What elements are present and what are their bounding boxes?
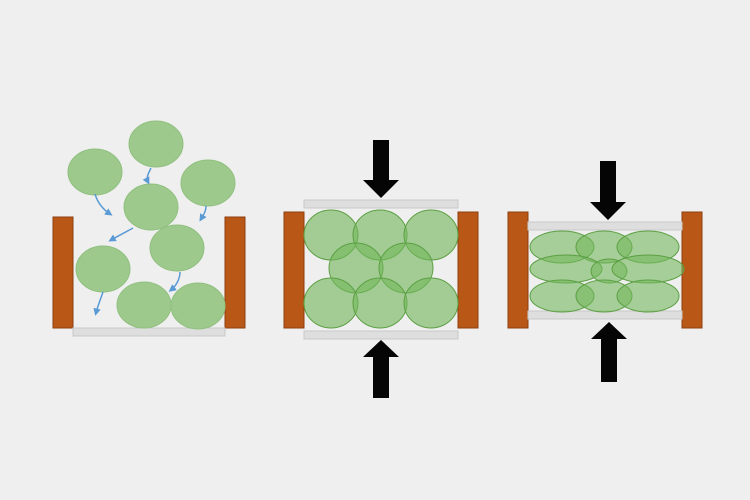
- particle: [149, 224, 205, 272]
- curved-arrow-icon: [142, 167, 152, 185]
- particle: [75, 245, 131, 293]
- arrow-down-icon: [590, 161, 626, 220]
- curved-arrow-icon: [199, 205, 207, 222]
- left-wall: [283, 211, 305, 329]
- top-plate: [303, 199, 459, 209]
- top-plate: [527, 221, 683, 231]
- left-wall: [52, 216, 74, 329]
- stage-loose-particles: [52, 120, 246, 337]
- curved-arrow-icon: [108, 227, 134, 242]
- particle: [128, 120, 184, 168]
- particle: [403, 277, 459, 329]
- stage-highly-compressed-particles: [507, 161, 703, 382]
- particle: [303, 277, 359, 329]
- curved-arrow-icon: [94, 193, 113, 216]
- bottom-plate: [303, 330, 459, 340]
- arrow-up-icon: [363, 340, 399, 398]
- particle: [616, 279, 680, 313]
- particle: [611, 254, 685, 284]
- left-wall: [507, 211, 529, 329]
- particle: [180, 159, 236, 207]
- stage-compressed-particles: [283, 140, 479, 398]
- particle: [116, 281, 172, 329]
- arrow-up-icon: [591, 322, 627, 382]
- arrow-down-icon: [363, 140, 399, 198]
- curved-arrow-icon: [168, 271, 181, 292]
- particle: [123, 183, 179, 231]
- right-wall: [681, 211, 703, 329]
- particle: [170, 282, 226, 330]
- particle: [352, 277, 408, 329]
- curved-arrow-icon: [93, 291, 104, 316]
- right-wall: [457, 211, 479, 329]
- right-wall: [224, 216, 246, 329]
- particle: [67, 148, 123, 196]
